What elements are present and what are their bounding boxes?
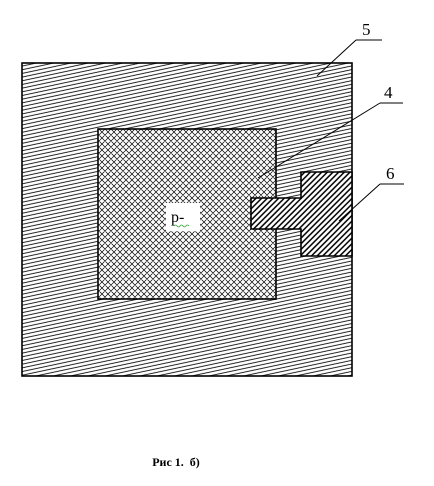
callout-label-contact: 6: [386, 164, 395, 183]
callout-leader-outer-region: [316, 39, 357, 77]
spellcheck-underline: [173, 224, 190, 228]
figure-caption: Рис 1. б): [152, 455, 200, 469]
callout-leader-contact: [338, 183, 381, 222]
contact-region-hatch: [250, 171, 353, 257]
central-label: p-: [171, 209, 184, 226]
callout-label-outer-region: 5: [362, 20, 371, 39]
callout-leader-central-region: [257, 102, 381, 179]
callout-label-central-region: 4: [384, 83, 393, 102]
